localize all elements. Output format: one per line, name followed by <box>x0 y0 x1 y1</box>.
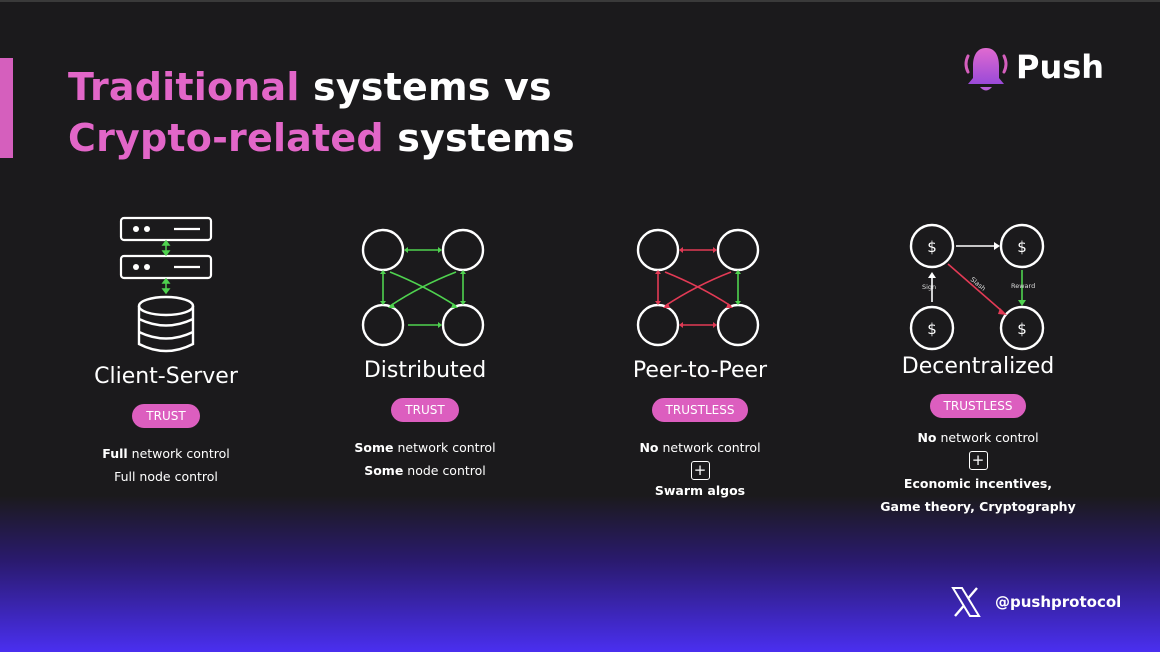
desc-bold: Full <box>102 446 128 461</box>
column-description: No network control + Swarm algos <box>580 436 820 500</box>
desc-bold: Economic incentives, <box>903 476 1053 491</box>
column-title: Client-Server <box>94 364 238 389</box>
column-description: Full network control Full node control <box>46 442 286 488</box>
client-server-icon <box>119 216 213 353</box>
peer-to-peer-network-icon <box>636 228 760 347</box>
x-logo-icon <box>951 587 981 617</box>
desc-text: node control <box>403 463 486 478</box>
trustless-badge: TRUSTLESS <box>651 398 749 422</box>
trustless-badge: TRUSTLESS <box>929 394 1027 418</box>
push-bell-icon <box>964 48 1008 91</box>
desc-text: Full node control <box>114 469 218 484</box>
node-symbol: $ <box>1017 238 1027 256</box>
column-description: Some network control Some node control <box>305 436 545 482</box>
desc-bold: Game theory, Cryptography <box>880 499 1076 514</box>
title-rest-1: systems vs <box>313 65 552 109</box>
reward-label: Reward <box>1011 282 1035 290</box>
desc-text: network control <box>658 440 761 455</box>
trust-badge: TRUST <box>132 404 200 428</box>
plus-icon: + <box>968 451 988 470</box>
handle-text: @pushprotocol <box>995 593 1122 611</box>
column-description: No network control + Economic incentives… <box>858 426 1098 518</box>
column-title: Distributed <box>363 358 487 383</box>
desc-text: network control <box>127 446 230 461</box>
slide-title: Traditional systems vs Crypto-related sy… <box>68 62 575 164</box>
accent-bar <box>0 58 13 158</box>
column-decentralized: $ $ $ $ Sign Slash Slash Reward Decentra… <box>858 222 1098 518</box>
node-symbol: $ <box>927 238 937 256</box>
social-handle[interactable]: @pushprotocol <box>950 586 1122 618</box>
column-peer-to-peer: Peer-to-Peer TRUSTLESS No network contro… <box>580 224 820 500</box>
title-rest-2: systems <box>397 116 575 160</box>
brand-name: Push <box>1016 48 1105 86</box>
desc-bold: Some <box>364 463 404 478</box>
top-border <box>0 0 1160 2</box>
trust-badge: TRUST <box>391 398 459 422</box>
column-distributed: Distributed TRUST Some network control S… <box>305 224 545 482</box>
column-title: Decentralized <box>901 354 1055 379</box>
desc-text: network control <box>936 430 1039 445</box>
node-symbol: $ <box>1017 320 1027 338</box>
plus-icon: + <box>690 461 710 480</box>
distributed-network-icon <box>361 228 485 347</box>
title-highlight-2: Crypto-related <box>68 116 384 160</box>
title-highlight-1: Traditional <box>68 65 300 109</box>
desc-bold: No <box>917 430 937 445</box>
desc-bold: Some <box>354 440 394 455</box>
database-icon <box>137 295 195 353</box>
decentralized-network-icon: $ $ $ $ Sign Slash Slash Reward <box>909 223 1045 351</box>
node-symbol: $ <box>927 320 937 338</box>
column-client-server: Client-Server TRUST Full network control… <box>46 212 286 488</box>
sign-label: Sign <box>922 283 936 291</box>
desc-bold: Swarm algos <box>654 483 746 498</box>
column-title: Peer-to-Peer <box>632 358 768 383</box>
desc-text: network control <box>393 440 496 455</box>
desc-bold: No <box>639 440 659 455</box>
push-logo: Push <box>960 42 1110 98</box>
